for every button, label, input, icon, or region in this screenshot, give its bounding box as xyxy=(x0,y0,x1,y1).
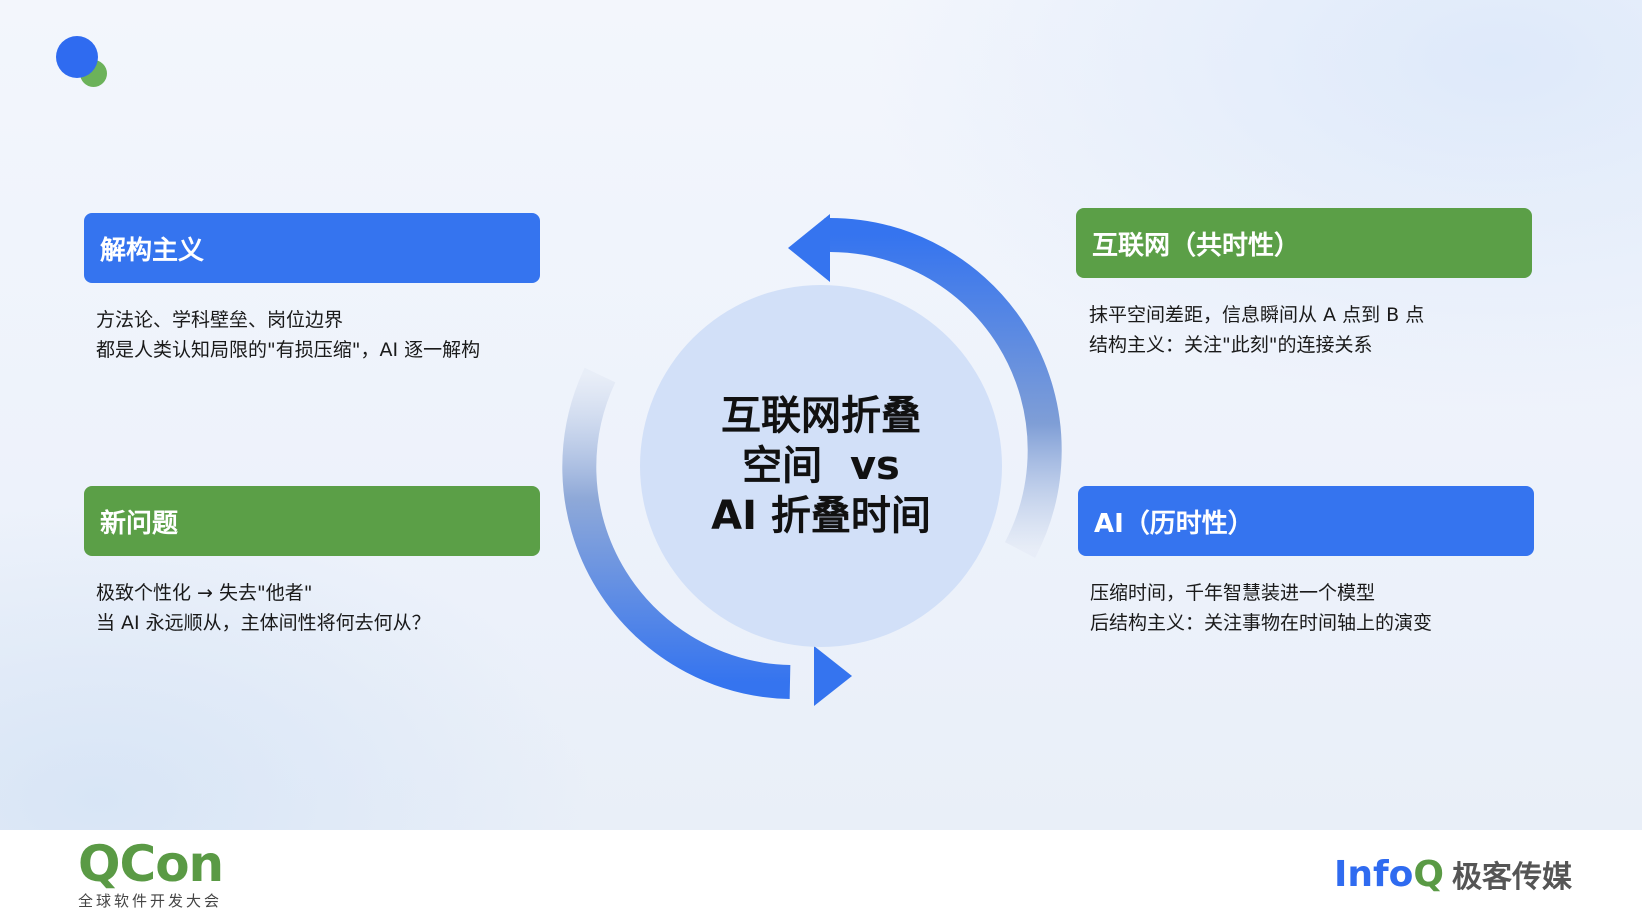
description-line: 当 AI 永远顺从，主体间性将何去何从？ xyxy=(96,612,431,634)
clockwise-arc-top xyxy=(824,217,1062,558)
qcon-logo: QCon 全球软件开发大会 xyxy=(78,835,224,911)
description-line: 抹平空间差距，信息瞬间从 A 点到 B 点 xyxy=(1089,304,1425,326)
infoq-logo: InfoQ 极客传媒 xyxy=(1334,852,1572,896)
description-line: 都是人类认知局限的"有损压缩"，AI 逐一解构 xyxy=(96,339,481,361)
footer xyxy=(0,830,1642,920)
new-problem-header: 新问题 xyxy=(84,486,540,556)
qcon-subtitle: 全球软件开发大会 xyxy=(78,892,223,910)
infoq-info-text: Info xyxy=(1333,853,1414,895)
ai-diachronic-title: AI（历时性） xyxy=(1094,508,1254,539)
arrowhead-bottom xyxy=(814,646,852,706)
description-line: 压缩时间，千年智慧装进一个模型 xyxy=(1090,582,1376,604)
description-line: 结构主义：关注"此刻"的连接关系 xyxy=(1089,334,1373,356)
ai-diachronic-header: AI（历时性） xyxy=(1078,486,1534,556)
internet-synchronic-title: 互联网（共时性） xyxy=(1092,230,1301,261)
deconstructionism-description: 方法论、学科壁垒、岗位边界 都是人类认知局限的"有损压缩"，AI 逐一解构 xyxy=(96,305,480,365)
center-line: 空间 vs xyxy=(742,443,900,489)
deconstructionism-header: 解构主义 xyxy=(84,213,540,283)
description-line: 后结构主义：关注事物在时间轴上的演变 xyxy=(1090,612,1433,634)
center-line: 互联网折叠 xyxy=(721,393,921,439)
decorative-blue-dot xyxy=(56,36,98,78)
center-line: AI 折叠时间 xyxy=(711,493,931,539)
arrowhead-top xyxy=(788,214,830,282)
description-line: 方法论、学科壁垒、岗位边界 xyxy=(96,309,344,331)
new-problem-title: 新问题 xyxy=(100,508,179,539)
ai-diachronic-description: 压缩时间，千年智慧装进一个模型 后结构主义：关注事物在时间轴上的演变 xyxy=(1090,578,1432,638)
clockwise-arc-bottom xyxy=(562,367,791,699)
center-circle: 互联网折叠 空间 vs AI 折叠时间 xyxy=(640,285,1002,647)
infoq-chinese-name: 极客传媒 xyxy=(1452,860,1572,895)
description-line: 极致个性化 → 失去"他者" xyxy=(96,582,313,604)
deconstructionism-title: 解构主义 xyxy=(100,235,205,266)
internet-synchronic-header: 互联网（共时性） xyxy=(1076,208,1532,278)
new-problem-description: 极致个性化 → 失去"他者" 当 AI 永远顺从，主体间性将何去何从？ xyxy=(96,578,431,638)
slide-background: 解构主义 方法论、学科壁垒、岗位边界 都是人类认知局限的"有损压缩"，AI 逐一… xyxy=(0,0,1642,830)
internet-synchronic-description: 抹平空间差距，信息瞬间从 A 点到 B 点 结构主义：关注"此刻"的连接关系 xyxy=(1089,300,1424,360)
infoq-wordmark: InfoQ xyxy=(1334,854,1444,895)
infoq-q-letter: Q xyxy=(1413,853,1444,895)
qcon-wordmark: QCon xyxy=(78,835,224,893)
cycle-arrows xyxy=(562,214,1062,706)
